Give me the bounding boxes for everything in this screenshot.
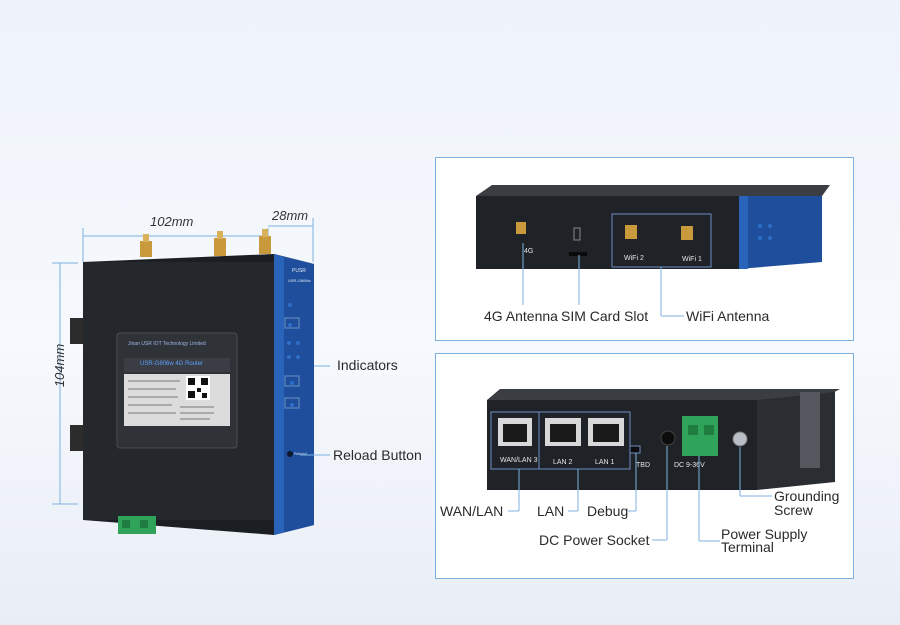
port-4g-text: 4G — [524, 248, 534, 255]
reload-tag: Reload — [294, 451, 307, 456]
indicators-label: Indicators — [337, 357, 398, 373]
port-wan-lan3-text: WAN/LAN 3 — [500, 457, 538, 464]
port-lan2-text: LAN 2 — [553, 459, 573, 466]
port-wifi2-text: WiFi 2 — [624, 255, 644, 262]
sim-card-slot-label: SIM Card Slot — [561, 308, 649, 324]
wan-lan-label: WAN/LAN — [440, 503, 504, 519]
device-company: Jinan USR IOT Technology Limited — [128, 341, 206, 347]
width-dimension: 102mm — [150, 214, 194, 229]
power-supply-terminal-label-1: Power Supply — [721, 526, 808, 542]
port-tbd-text: TBD — [636, 462, 650, 469]
wifi-antenna-label: WiFi Antenna — [686, 308, 770, 324]
4g-antenna-label: 4G Antenna — [484, 308, 558, 324]
device-brand: PUSR — [292, 268, 306, 274]
lan-label: LAN — [537, 503, 565, 519]
grounding-screw-label-1: Grounding — [774, 488, 840, 504]
grounding-screw-label-2: Screw — [774, 502, 813, 518]
reload-button-label: Reload Button — [333, 447, 422, 463]
power-supply-terminal-label-2: Terminal — [721, 539, 774, 555]
port-lan1-text: LAN 1 — [595, 459, 615, 466]
port-dc-text: DC 9-36V — [674, 462, 705, 469]
device-product-name: USR-G806w 4G Router — [140, 361, 204, 367]
device-model-small: USR-G806w — [288, 278, 311, 283]
dc-power-socket-label: DC Power Socket — [539, 532, 650, 548]
debug-label: Debug — [587, 503, 629, 519]
port-wifi1-text: WiFi 1 — [682, 256, 702, 263]
depth-dimension: 28mm — [272, 208, 309, 223]
